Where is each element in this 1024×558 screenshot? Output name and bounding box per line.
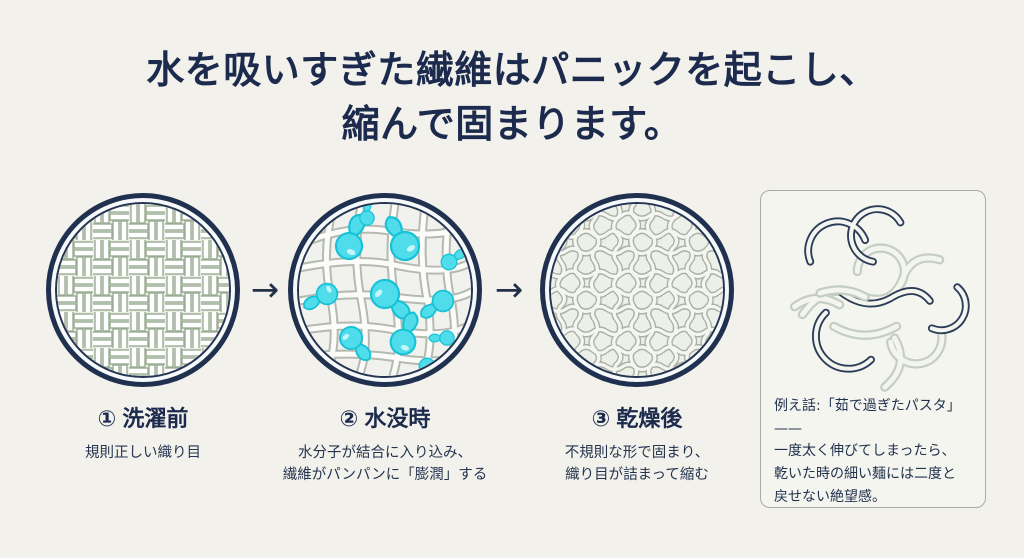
step-heading-text: 洗濯前 [122,407,189,432]
step-number-badge: ① [97,407,117,432]
step-description: 規則正しい織り目 [85,445,201,461]
water-molecule-icons [303,204,467,376]
step-heading-text: 水没時 [364,407,431,432]
weave-before-wash-circle [46,193,240,387]
swollen-weave-illustration [297,202,473,378]
basket-weave-icon [57,204,229,376]
shrunken-weave-illustration [549,202,725,378]
step-description: 不規則な形で固まり、 織り目が詰まって縮む [564,445,710,484]
step-number-badge: ③ [591,407,611,432]
step-number-badge: ② [339,407,359,432]
weave-after-dry-circle [540,193,734,387]
analogy-text: 例え話:「茹で過ぎたパスタ」—— 一度太く伸びてしまったら、 乾いた時の細い麺に… [774,398,961,505]
irregular-mesh-icon [551,204,723,376]
swollen-weave-icon [299,204,471,376]
step-heading-text: 乾燥後 [616,407,683,432]
page-title: 水を吸いすぎた繊維はパニックを起こし、縮んで固まります。 [0,44,1024,152]
pasta-analogy-card: 例え話:「茹で過ぎたパスタ」—— 一度太く伸びてしまったら、 乾いた時の細い麺に… [760,190,986,508]
title-line-2: 縮んで固まります。 [341,101,683,146]
title-line-1: 水を吸いすぎた繊維はパニックを起こし、 [146,48,878,92]
weave-regular-illustration [55,202,231,378]
weave-submerged-circle [288,193,482,387]
step-description: 水分子が結合に入り込み、 繊維がパンパンに「膨潤」する [282,445,488,484]
arrow-icon: → [494,270,524,310]
arrow-icon: → [250,270,280,310]
tangled-noodles-icon [789,205,970,392]
